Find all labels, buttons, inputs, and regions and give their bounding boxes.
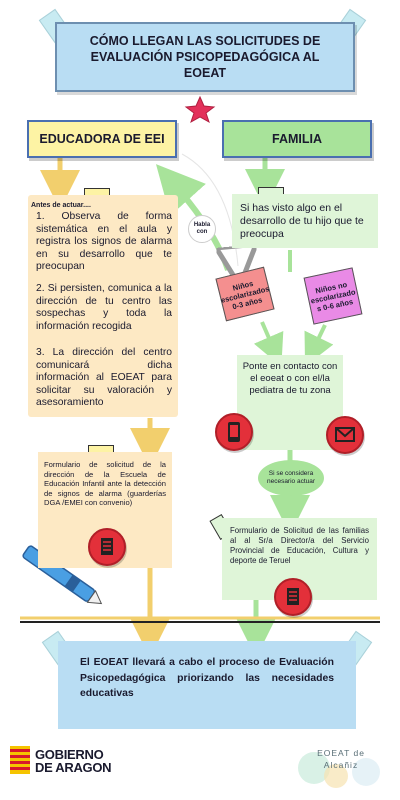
phone-icon xyxy=(215,413,253,451)
eoeat-line-1: EOEAT de xyxy=(317,748,365,758)
document-icon xyxy=(274,578,312,616)
header-familia: FAMILIA xyxy=(222,120,372,158)
aragon-flag-icon xyxy=(10,746,30,774)
if-necessary-label: Si se considera necesario actuar xyxy=(258,460,324,496)
eoeat-logo: EOEAT de Alcañiz xyxy=(296,738,386,788)
document-icon xyxy=(88,528,126,566)
contact-box: Ponte en contacto con el eoeat o con el/… xyxy=(237,355,343,450)
step-2: 2. Si persisten, comunica a la dirección… xyxy=(36,283,172,332)
logo-line-2: DE ARAGON xyxy=(35,760,112,775)
final-process-box: El EOEAT llevará a cabo el proceso de Ev… xyxy=(58,641,356,729)
eoeat-line-2: Alcañiz xyxy=(323,760,359,770)
mail-icon xyxy=(326,416,364,454)
before-acting-label: Antes de actuar.... xyxy=(31,202,91,209)
header-educadora: EDUCADORA DE EEI xyxy=(27,120,177,158)
watercolor-icon xyxy=(298,752,380,788)
habla-con-bubble: Habla con xyxy=(188,215,216,243)
step-1: 1. Observa de forma sistemática en el au… xyxy=(36,211,172,272)
eei-steps-panel: Antes de actuar.... 1. Observa de forma … xyxy=(28,195,178,417)
star-icon xyxy=(184,95,216,124)
logo-line-1: GOBIERNO xyxy=(35,747,104,762)
family-concern-box: Si has visto algo en el desarrollo de tu… xyxy=(232,194,378,248)
eei-request-form: Formulario de solicitud de la dirección … xyxy=(38,452,172,568)
page-title: CÓMO LLEGAN LAS SOLICITUDES DE EVALUACIÓ… xyxy=(55,22,355,92)
step-3: 3. La dirección del centro comunicará di… xyxy=(36,347,172,408)
badge-not-schooled: Niños no escolarizado s 0-6 años xyxy=(303,267,363,325)
gobierno-logo-text: GOBIERNO DE ARAGON xyxy=(35,747,112,775)
